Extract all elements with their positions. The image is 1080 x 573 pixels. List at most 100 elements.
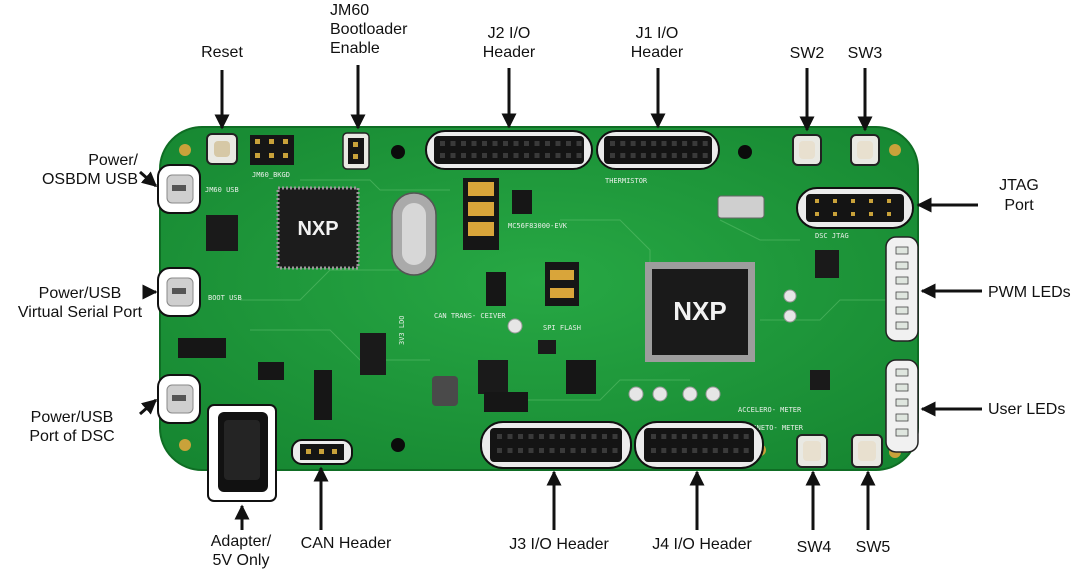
jtag-port[interactable] bbox=[796, 187, 914, 229]
header-pin bbox=[620, 153, 626, 158]
header-pin bbox=[461, 153, 466, 158]
j2-io-header bbox=[425, 130, 593, 170]
header-pin bbox=[497, 448, 502, 453]
dsc-usb-port[interactable] bbox=[157, 374, 201, 424]
silk-jm60-usb: JM60 USB bbox=[205, 186, 239, 194]
header-pin bbox=[682, 153, 688, 158]
header-pin bbox=[576, 153, 582, 158]
sw3-label: SW3 bbox=[847, 45, 883, 62]
silk-thermistor: THERMISTOR bbox=[605, 177, 648, 185]
j3-io-header[interactable] bbox=[480, 421, 632, 469]
spi-flash-chip bbox=[538, 340, 556, 354]
header-pin bbox=[612, 448, 618, 453]
header-pin bbox=[555, 141, 561, 146]
j2-label-line1: J2 I/O bbox=[487, 25, 531, 42]
header-pin bbox=[566, 153, 571, 158]
ldo-regulator bbox=[360, 333, 386, 375]
sw2-button[interactable] bbox=[792, 134, 822, 166]
header-pin bbox=[576, 141, 582, 146]
j4-io-header[interactable] bbox=[634, 421, 764, 469]
header-pin bbox=[560, 448, 565, 453]
header-pin bbox=[702, 434, 708, 439]
sw4-button[interactable] bbox=[796, 434, 828, 468]
silk-part: MC56F83000-EVK bbox=[508, 222, 568, 230]
header-pin bbox=[612, 434, 618, 439]
user-leds-label: User LEDs bbox=[988, 401, 1066, 418]
header-pin bbox=[581, 448, 586, 453]
center-jumpers bbox=[463, 178, 579, 306]
header-pin bbox=[492, 141, 498, 146]
header-pin bbox=[661, 141, 667, 146]
crystal-oscillator bbox=[391, 192, 437, 276]
jm60-bootloader-jumper[interactable] bbox=[342, 132, 370, 170]
header-pin bbox=[549, 448, 555, 453]
test-points bbox=[507, 289, 797, 402]
sw4-label: SW4 bbox=[796, 539, 832, 556]
header-pin bbox=[545, 153, 550, 158]
header-pin bbox=[524, 153, 529, 158]
sw3-button[interactable] bbox=[850, 134, 880, 166]
adapter-label-line2: 5V Only bbox=[212, 552, 270, 569]
header-pin bbox=[630, 141, 636, 146]
header-pin bbox=[671, 153, 677, 158]
can-header-label: CAN Header bbox=[300, 535, 392, 552]
header-pin bbox=[743, 434, 749, 439]
header-pin bbox=[620, 141, 626, 146]
header-pin bbox=[581, 434, 586, 439]
jm60-chip-logo: NXP bbox=[297, 218, 338, 240]
sw5-button[interactable] bbox=[851, 434, 883, 468]
header-pin bbox=[534, 141, 540, 146]
silk-jm60-bkgd: JM60_BKGD bbox=[252, 171, 290, 179]
header-pin bbox=[692, 141, 698, 146]
header-pin bbox=[733, 448, 739, 453]
header-pin bbox=[671, 141, 677, 146]
jumper-small bbox=[258, 362, 284, 380]
header-pin bbox=[539, 434, 544, 439]
j3-header-label: J3 I/O Header bbox=[509, 536, 609, 553]
jumper-left bbox=[178, 338, 226, 358]
header-pin bbox=[524, 141, 529, 146]
dsc-label-line1: Power/USB bbox=[30, 409, 114, 426]
header-pin bbox=[671, 448, 677, 453]
jumper-j9 bbox=[566, 360, 596, 394]
osbdm-label-line2: OSBDM USB bbox=[41, 171, 138, 188]
header-pin bbox=[492, 153, 498, 158]
reset-button[interactable] bbox=[206, 133, 238, 165]
vsp-label-line1: Power/USB bbox=[38, 285, 122, 302]
silk-spi-flash: SPI FLASH bbox=[543, 324, 581, 332]
header-pin bbox=[440, 153, 445, 158]
osbdm-usb-port[interactable] bbox=[157, 164, 201, 214]
jm60-label-line3: Enable bbox=[330, 40, 380, 57]
dsc-chip-logo: NXP bbox=[673, 296, 726, 326]
j2-label-line2: Header bbox=[482, 44, 536, 61]
accel-chip bbox=[815, 250, 839, 278]
header-pin bbox=[723, 434, 729, 439]
user-led-strip bbox=[885, 359, 919, 453]
adapter-label-line1: Adapter/ bbox=[210, 533, 272, 550]
header-pin bbox=[591, 434, 597, 439]
header-pin bbox=[702, 141, 708, 146]
header-pin bbox=[450, 153, 456, 158]
can-header[interactable] bbox=[291, 439, 353, 465]
pwm-led-strip bbox=[885, 236, 919, 342]
virtual-serial-usb-port[interactable] bbox=[157, 267, 201, 317]
header-pin bbox=[566, 141, 571, 146]
header-pin bbox=[692, 153, 698, 158]
header-pin bbox=[661, 448, 667, 453]
usb-phy-chip bbox=[206, 215, 238, 251]
header-pin bbox=[681, 448, 687, 453]
can-transceiver-chip bbox=[478, 360, 508, 394]
j1-label-line1: J1 I/O bbox=[635, 25, 679, 42]
header-pin bbox=[549, 434, 555, 439]
header-pin bbox=[471, 153, 477, 158]
header-pin bbox=[570, 448, 576, 453]
silk-can-transceiver: CAN TRANS- CEIVER bbox=[434, 312, 506, 320]
header-pin bbox=[651, 141, 657, 146]
header-pin bbox=[513, 141, 519, 146]
adapter-power-jack[interactable] bbox=[207, 404, 277, 502]
silk-accelerometer: ACCELERO- METER bbox=[738, 406, 802, 414]
header-pin bbox=[661, 434, 667, 439]
jm60-label-line1: JM60 bbox=[330, 2, 370, 19]
header-pin bbox=[560, 434, 565, 439]
